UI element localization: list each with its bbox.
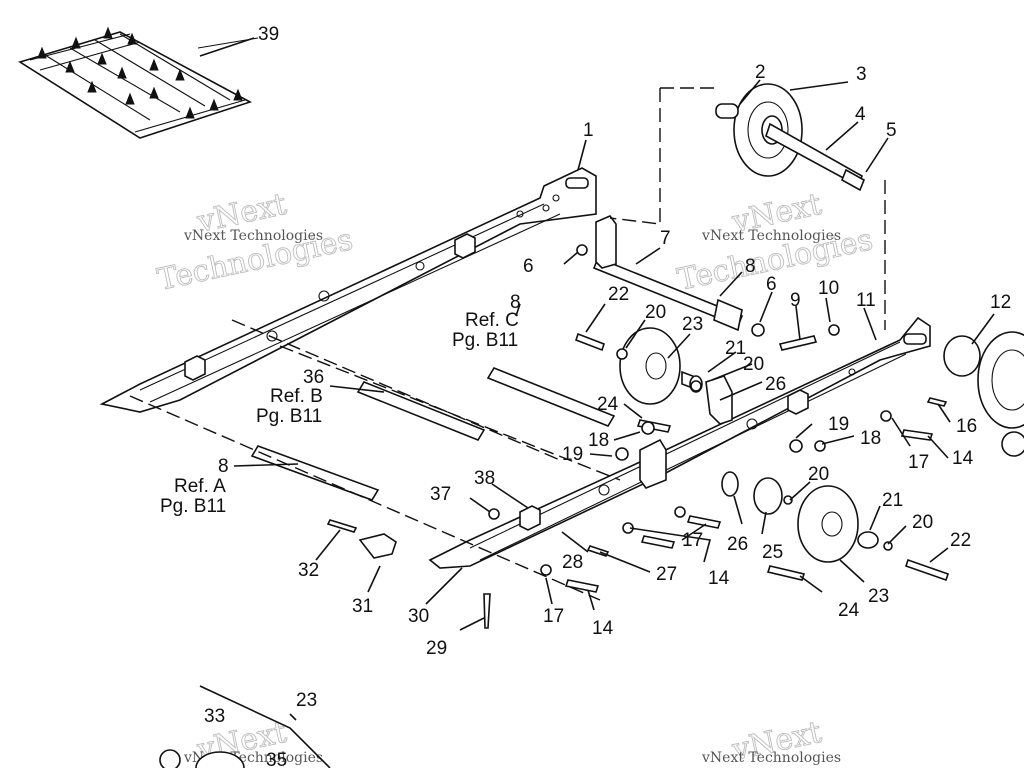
ref-a-line1: Ref. A — [174, 476, 226, 497]
callout-32: 32 — [298, 560, 319, 581]
callout-37: 37 — [430, 484, 451, 505]
watermark-left: vNext Technologies vNext Technologies — [154, 186, 356, 298]
callout-14: 14 — [952, 448, 974, 469]
callout-9: 9 — [790, 290, 801, 311]
callout-8: 8 — [510, 292, 521, 313]
callout-28: 28 — [562, 552, 583, 573]
callout-6: 6 — [766, 274, 777, 295]
callout-24: 24 — [597, 394, 619, 415]
callout-14: 14 — [708, 568, 730, 589]
ref-b-line2: Pg. B11 — [256, 406, 322, 427]
callout-11: 11 — [856, 290, 876, 311]
leader-lines — [199, 37, 995, 721]
callout-36: 36 — [303, 367, 324, 388]
callout-labels: 39 1 2 3 4 5 6 7 8 6 9 10 11 12 22 20 23… — [160, 24, 1011, 768]
callout-16: 16 — [956, 416, 977, 437]
callout-23: 23 — [296, 690, 317, 711]
callout-18: 18 — [588, 430, 609, 451]
callout-26: 26 — [727, 534, 748, 555]
callout-21: 21 — [725, 338, 746, 359]
ref-c-line2: Pg. B11 — [452, 330, 518, 351]
upper-idler-assembly — [715, 83, 866, 192]
callout-10: 10 — [818, 278, 839, 299]
callout-7: 7 — [660, 228, 671, 249]
callout-2: 2 — [755, 62, 766, 83]
callout-3: 3 — [856, 64, 867, 85]
callout-33: 33 — [204, 706, 225, 727]
hardware-parts — [326, 244, 950, 629]
callout-5: 5 — [886, 120, 897, 141]
callout-27: 27 — [656, 564, 677, 585]
callout-14: 14 — [592, 618, 614, 639]
callout-4: 4 — [855, 104, 866, 125]
middle-wheel-part — [619, 327, 733, 425]
callout-12: 12 — [990, 292, 1011, 313]
callout-25: 25 — [762, 542, 783, 563]
callout-20: 20 — [645, 302, 666, 323]
callout-19: 19 — [562, 444, 583, 465]
callout-17: 17 — [682, 530, 703, 551]
callout-20: 20 — [808, 464, 829, 485]
callout-19: 19 — [828, 414, 849, 435]
callout-18: 18 — [860, 428, 881, 449]
left-rail-part — [99, 167, 597, 413]
ref-c-line1: Ref. C — [465, 310, 519, 331]
watermark-caption: vNext Technologies — [701, 750, 841, 766]
callout-23: 23 — [682, 314, 703, 335]
ref-b-line1: Ref. B — [270, 386, 323, 407]
watermark-caption: vNext Technologies — [701, 228, 841, 244]
callout-26: 26 — [765, 374, 786, 395]
callout-22: 22 — [608, 284, 629, 305]
callout-21: 21 — [882, 490, 903, 511]
ref-a-line2: Pg. B11 — [160, 496, 226, 517]
watermark-bottom-right: vNext vNext Technologies — [701, 714, 841, 768]
callout-24: 24 — [838, 600, 860, 621]
callout-20: 20 — [743, 354, 764, 375]
right-rail-part — [428, 316, 931, 569]
callout-8: 8 — [218, 456, 229, 477]
callout-31: 31 — [352, 596, 373, 617]
callout-39: 39 — [258, 24, 279, 45]
cross-shafts — [129, 87, 886, 601]
callout-35: 35 — [266, 750, 287, 768]
callout-6: 6 — [523, 256, 534, 277]
callout-17: 17 — [908, 452, 929, 473]
watermark-caption: vNext Technologies — [183, 228, 323, 244]
callout-30: 30 — [408, 606, 429, 627]
callout-38: 38 — [474, 468, 495, 489]
callout-29: 29 — [426, 638, 447, 659]
callout-22: 22 — [950, 530, 971, 551]
rear-wheel-assembly — [721, 331, 1024, 563]
callout-23: 23 — [868, 586, 889, 607]
callout-20: 20 — [912, 512, 933, 533]
callout-1: 1 — [583, 120, 594, 141]
callout-17: 17 — [543, 606, 564, 627]
track-section-part — [18, 26, 259, 139]
detail-assembly-bottom — [159, 685, 331, 768]
callout-8: 8 — [745, 256, 756, 277]
